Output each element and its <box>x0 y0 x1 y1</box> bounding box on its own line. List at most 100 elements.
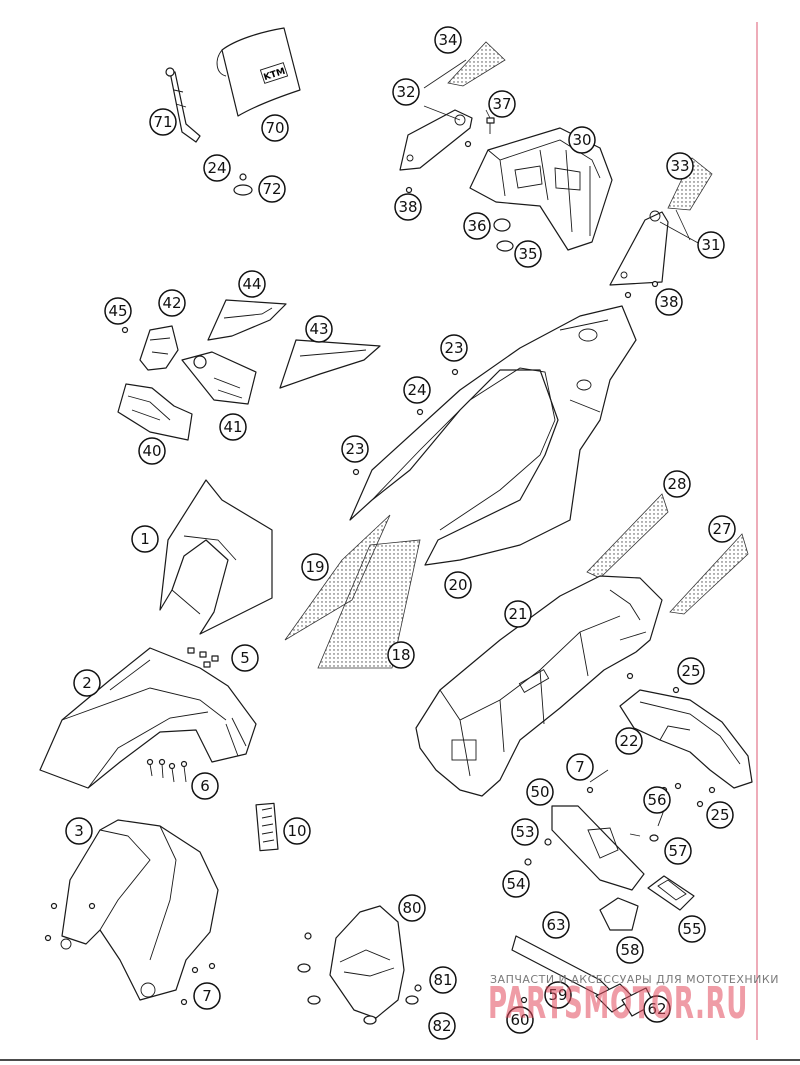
svg-text:34: 34 <box>438 31 457 49</box>
svg-text:2: 2 <box>82 674 92 692</box>
callout-28: 28 <box>663 470 691 498</box>
svg-text:36: 36 <box>467 217 486 235</box>
part-fork-guard <box>60 819 219 1001</box>
callout-32: 32 <box>392 78 420 106</box>
svg-text:35: 35 <box>518 245 537 263</box>
part-decal-19 <box>284 514 391 641</box>
part-reflector-55 <box>647 875 695 911</box>
callout-33: 33 <box>666 152 694 180</box>
svg-text:38: 38 <box>398 198 417 216</box>
part-screw-38b <box>464 140 472 148</box>
svg-text:19: 19 <box>305 558 324 576</box>
svg-text:62: 62 <box>647 1000 666 1018</box>
callout-50: 50 <box>526 778 554 806</box>
callout-20: 20 <box>444 571 472 599</box>
svg-text:21: 21 <box>508 605 527 623</box>
part-bracket-58 <box>599 897 639 931</box>
callout-38b: 38 <box>655 288 683 316</box>
part-decal-27 <box>669 533 749 615</box>
part-plate-holder <box>551 805 645 891</box>
part-strip-63 <box>511 935 613 999</box>
svg-text:32: 32 <box>396 83 415 101</box>
svg-text:7: 7 <box>575 758 585 776</box>
part-decal-28 <box>586 493 669 579</box>
callout-2: 2 <box>73 669 101 697</box>
part-screw-24a <box>416 408 424 416</box>
callout-45: 45 <box>104 297 132 325</box>
svg-text:71: 71 <box>153 113 172 131</box>
svg-text:1: 1 <box>140 530 150 548</box>
callout-55: 55 <box>678 915 706 943</box>
callout-25a: 25 <box>677 657 705 685</box>
svg-text:58: 58 <box>620 941 639 959</box>
svg-text:10: 10 <box>287 822 306 840</box>
part-rear-mudguard <box>415 575 663 797</box>
callout-62: 62 <box>643 995 671 1023</box>
svg-text:53: 53 <box>515 823 534 841</box>
svg-text:56: 56 <box>647 791 666 809</box>
svg-text:23: 23 <box>345 440 364 458</box>
callout-42: 42 <box>158 289 186 317</box>
svg-text:72: 72 <box>262 180 281 198</box>
part-windscreen <box>329 905 405 1019</box>
svg-text:31: 31 <box>701 236 720 254</box>
part-side-cover-left <box>399 109 473 171</box>
svg-text:30: 30 <box>572 131 591 149</box>
callout-43: 43 <box>305 315 333 343</box>
callout-19: 19 <box>301 553 329 581</box>
part-screw-38a <box>405 186 413 194</box>
callout-40: 40 <box>138 437 166 465</box>
callout-3: 3 <box>65 817 93 845</box>
part-screw-38c <box>624 291 632 299</box>
part-strap <box>165 67 201 143</box>
svg-text:5: 5 <box>240 649 250 667</box>
svg-text:6: 6 <box>200 777 210 795</box>
callout-81: 81 <box>429 966 457 994</box>
callout-34: 34 <box>434 26 462 54</box>
callout-23b: 23 <box>341 435 369 463</box>
part-grommet-36 <box>493 218 511 232</box>
svg-text:70: 70 <box>265 119 284 137</box>
leader-lines <box>423 59 701 837</box>
svg-text:41: 41 <box>223 418 242 436</box>
callout-63: 63 <box>542 911 570 939</box>
callout-70: 70 <box>261 114 289 142</box>
svg-text:20: 20 <box>448 576 467 594</box>
svg-text:60: 60 <box>510 1011 529 1029</box>
part-tank-cover: KTM <box>216 27 301 117</box>
svg-text:80: 80 <box>402 899 421 917</box>
svg-text:42: 42 <box>162 294 181 312</box>
part-tail-piece <box>619 689 753 789</box>
callout-24b: 24 <box>403 376 431 404</box>
callout-10: 10 <box>283 817 311 845</box>
part-grommet-35 <box>496 240 514 252</box>
svg-text:23: 23 <box>444 339 463 357</box>
svg-text:81: 81 <box>433 971 452 989</box>
svg-text:55: 55 <box>682 920 701 938</box>
callout-82: 82 <box>428 1012 456 1040</box>
watermark-tagline: ЗАПЧАСТИ И АКСЕССУАРЫ ДЛЯ МОТОТЕХНИКИ <box>490 973 779 986</box>
svg-text:44: 44 <box>242 275 261 293</box>
svg-text:22: 22 <box>619 732 638 750</box>
svg-text:38: 38 <box>659 293 678 311</box>
callout-80: 80 <box>398 894 426 922</box>
svg-text:3: 3 <box>74 822 84 840</box>
svg-text:54: 54 <box>506 875 525 893</box>
svg-text:82: 82 <box>432 1017 451 1035</box>
callout-31: 31 <box>697 231 725 259</box>
callout-54: 54 <box>502 870 530 898</box>
callout-35: 35 <box>514 240 542 268</box>
part-decal-34 <box>447 41 506 87</box>
callout-21: 21 <box>504 600 532 628</box>
callout-60: 60 <box>506 1006 534 1034</box>
callout-59: 59 <box>544 981 572 1009</box>
part-guard-44 <box>207 299 287 341</box>
callout-1: 1 <box>131 525 159 553</box>
callout-57: 57 <box>664 837 692 865</box>
svg-text:24: 24 <box>407 381 426 399</box>
part-reflector <box>255 802 279 852</box>
svg-text:37: 37 <box>492 95 511 113</box>
callout-38a: 38 <box>394 193 422 221</box>
part-side-cover-right <box>609 210 669 286</box>
part-screw-23b <box>352 468 360 476</box>
